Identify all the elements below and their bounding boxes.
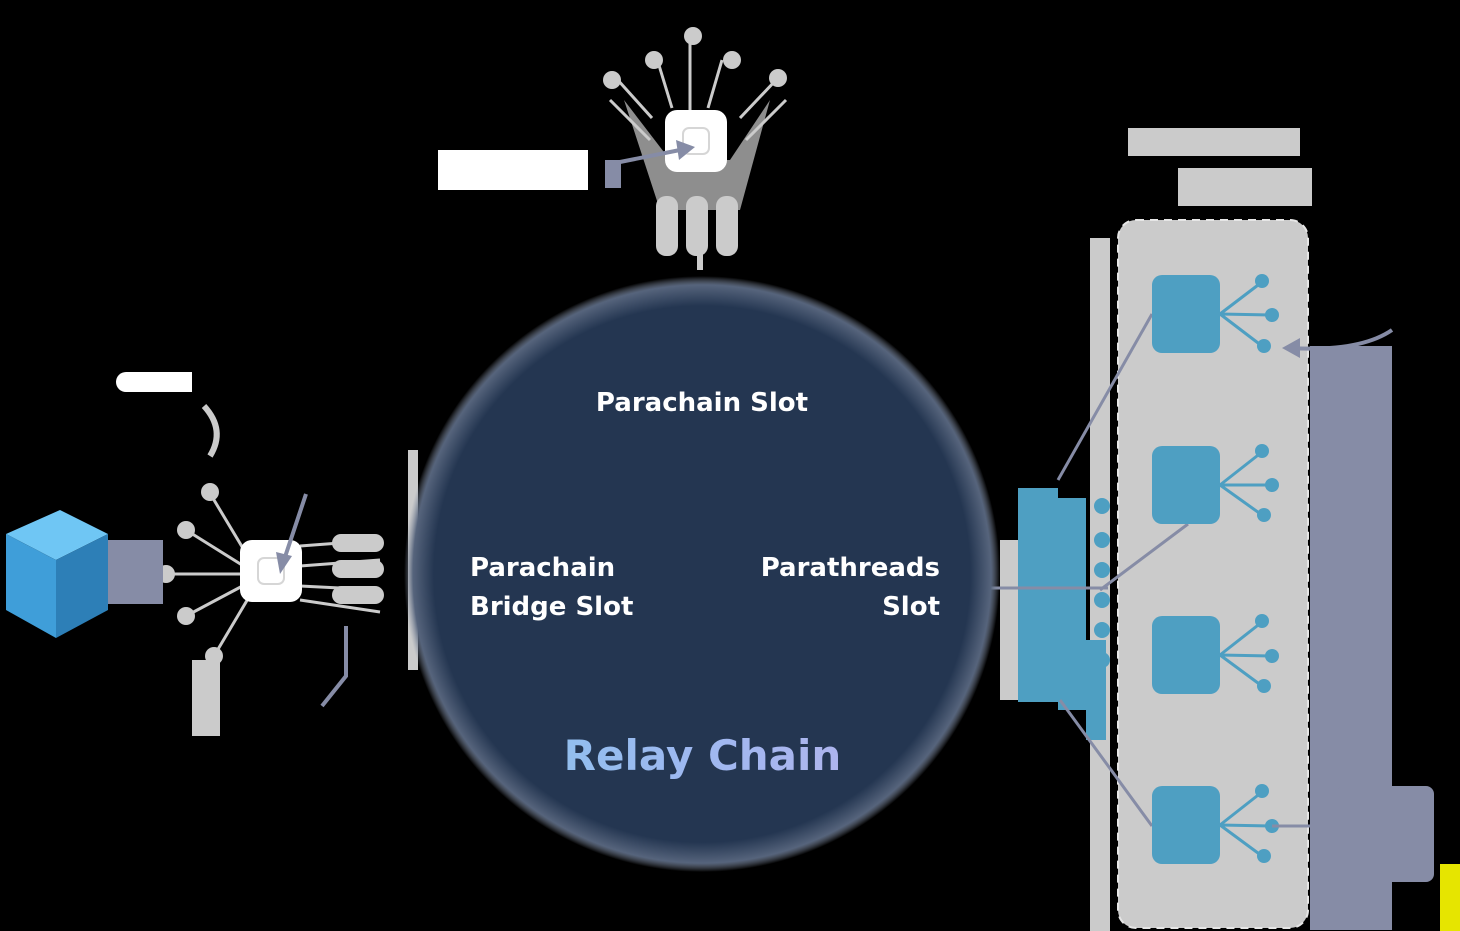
parathreads-slot-label: Parathreads Slot — [700, 549, 940, 627]
parathreads-slot-line1: Parathreads — [760, 553, 940, 583]
bridge-slot-line2: Bridge Slot — [470, 592, 634, 622]
relay-chain-circle — [404, 276, 1000, 872]
bridge-slot-line1: Parachain — [470, 553, 616, 583]
parathread-node-icon — [1152, 444, 1279, 524]
parachain-collator-icon — [438, 27, 788, 270]
right-connectors — [1272, 328, 1460, 931]
parachain-bridge-slot-label: Parachain Bridge Slot — [470, 549, 633, 627]
parachain-slot-label: Parachain Slot — [595, 388, 809, 418]
parathread-node-icon — [1152, 614, 1279, 694]
ethereum-cube-icon — [6, 510, 163, 638]
relay-chain-title: Relay Chain — [0, 728, 1405, 784]
parathreads-slot-line2: Slot — [882, 592, 940, 622]
parathreads-panel — [1090, 128, 1312, 931]
parathread-node-icon — [1152, 784, 1279, 864]
parathreads-connector — [1000, 488, 1110, 740]
bridge-collator-icon — [116, 372, 448, 736]
parathread-node-icon — [1152, 274, 1279, 353]
